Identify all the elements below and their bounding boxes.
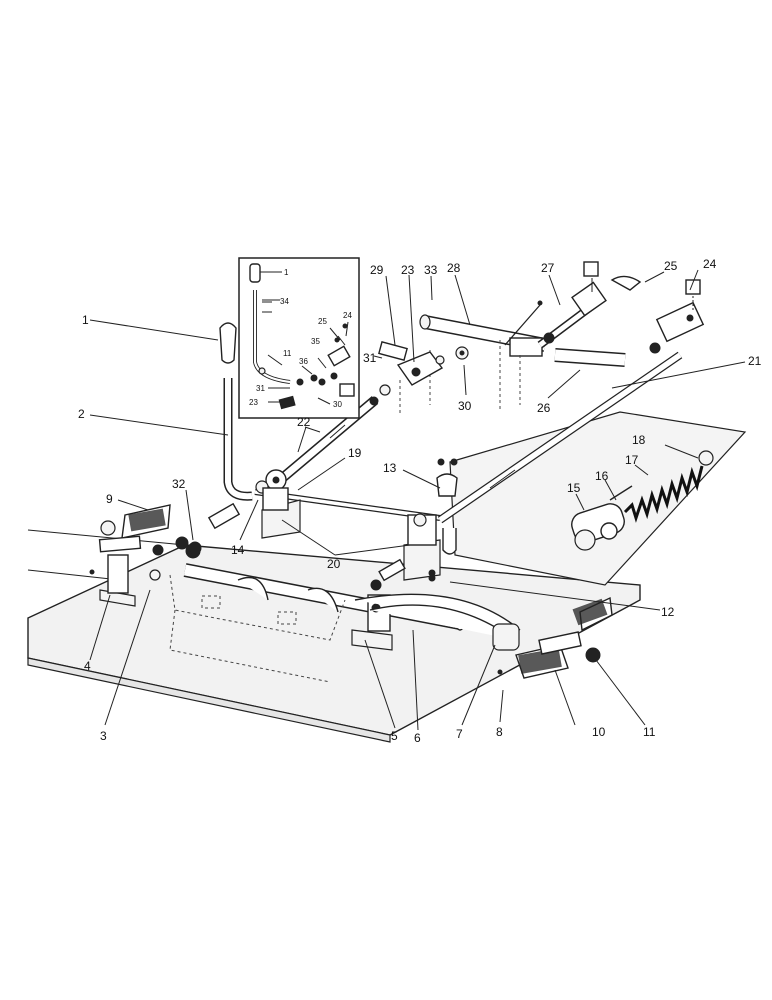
- callout-18: 18: [632, 433, 646, 447]
- callout-16: 16: [595, 469, 609, 483]
- callout-30: 30: [458, 399, 472, 413]
- floor-platform: [27, 529, 641, 743]
- callout-27: 27: [541, 261, 555, 275]
- inset-callout-1: 1: [284, 268, 289, 277]
- callout-24: 24: [703, 257, 717, 271]
- callout-3: 3: [100, 729, 107, 743]
- hand-lever: [219, 322, 253, 501]
- callout-labels: 1 2 3 4 5 6 7 8 9 10 11 12 13 14 15 16 1…: [78, 257, 762, 745]
- inset-callout-34: 34: [280, 297, 289, 306]
- callout-7: 7: [456, 727, 463, 741]
- callout-10: 10: [592, 725, 606, 739]
- inset-callout-36: 36: [299, 357, 308, 366]
- callout-32: 32: [172, 477, 186, 491]
- inset-callout-11: 11: [283, 349, 292, 358]
- callout-12: 12: [661, 605, 675, 619]
- callout-8: 8: [496, 725, 503, 739]
- turnbuckle-link: [537, 281, 607, 349]
- callout-19: 19: [348, 446, 362, 460]
- inset-callout-23: 23: [249, 398, 258, 407]
- spring-assembly-panel: [449, 411, 747, 586]
- callout-25: 25: [664, 259, 678, 273]
- callout-13: 13: [383, 461, 397, 475]
- callout-2: 2: [78, 407, 85, 421]
- callout-6: 6: [414, 731, 421, 745]
- misc-hardware: [188, 502, 436, 591]
- callout-9: 9: [106, 492, 113, 506]
- inset-callout-30: 30: [333, 400, 342, 409]
- callout-15: 15: [567, 481, 581, 495]
- callout-28: 28: [447, 261, 461, 275]
- left-base-bracket: [89, 544, 164, 607]
- right-pedals: [354, 593, 613, 679]
- callout-22: 22: [297, 415, 311, 429]
- callout-1: 1: [82, 313, 89, 327]
- compression-spring: [623, 465, 704, 523]
- callout-20: 20: [327, 557, 341, 571]
- lower-link-rod: [554, 348, 626, 367]
- callout-31: 31: [363, 351, 377, 365]
- callout-21: 21: [748, 354, 762, 368]
- inset-callout-25: 25: [318, 317, 327, 326]
- callout-11: 11: [643, 725, 656, 739]
- callout-4: 4: [84, 659, 91, 673]
- hidden-frame: [169, 574, 346, 683]
- left-pivot-bracket: [255, 469, 301, 539]
- leader-lines: [89, 269, 746, 731]
- callout-26: 26: [537, 401, 551, 415]
- callout-14: 14: [231, 543, 245, 557]
- right-pivot-bracket: [403, 458, 458, 582]
- inset-callout-31: 31: [256, 384, 265, 393]
- inset-detail: [238, 257, 360, 419]
- inset-callout-labels: 1 34 25 24 35 11 36 31 23 30: [249, 268, 352, 409]
- inset-callout-24: 24: [343, 311, 352, 320]
- callout-23: 23: [401, 263, 415, 277]
- callout-5: 5: [391, 729, 398, 743]
- callout-33: 33: [424, 263, 438, 277]
- bellcrank-bracket: [378, 340, 469, 386]
- callout-17: 17: [625, 453, 639, 467]
- upper-shaft: [399, 300, 547, 415]
- clevis-end: [583, 261, 705, 354]
- callout-29: 29: [370, 263, 384, 277]
- inset-callout-35: 35: [311, 337, 320, 346]
